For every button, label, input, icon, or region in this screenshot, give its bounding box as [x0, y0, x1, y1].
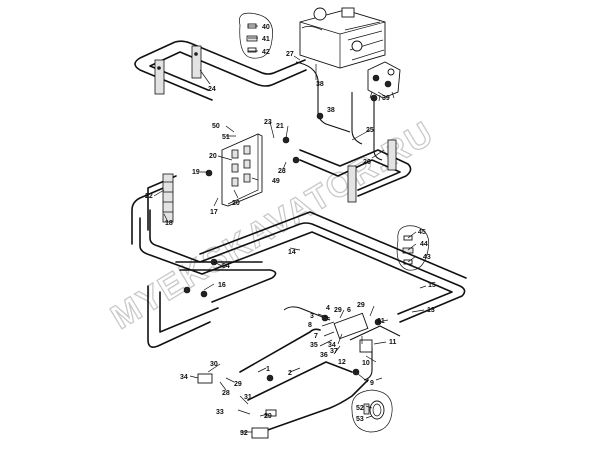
callout-13: 13	[427, 307, 435, 314]
callout-29a: 29	[334, 307, 342, 314]
callout-29b: 29	[357, 302, 365, 309]
bracket-25-26	[347, 139, 397, 203]
callout-36: 36	[320, 352, 328, 359]
callout-21: 21	[276, 123, 284, 130]
callout-23b: 23	[278, 168, 286, 175]
callout-24: 24	[208, 86, 216, 93]
callout-2: 2	[288, 370, 292, 377]
callout-32: 32	[240, 430, 248, 437]
callout-27: 27	[286, 51, 294, 58]
callout-22: 22	[145, 193, 153, 200]
callout-labels: 40 41 42 27 38 38 39 24 50 51 23 21 25 2…	[145, 24, 436, 437]
callout-3: 3	[310, 313, 314, 320]
callout-38b: 38	[327, 107, 335, 114]
hydraulic-tank	[299, 7, 386, 69]
manifold-block-main	[221, 133, 263, 207]
callout-29c: 29	[234, 381, 242, 388]
callout-52: 52	[356, 405, 364, 412]
callout-42: 42	[262, 49, 270, 56]
callout-31: 31	[377, 318, 385, 325]
callout-23a: 23	[264, 119, 272, 126]
callout-14: 14	[288, 249, 296, 256]
callout-39: 39	[382, 95, 390, 102]
callout-30: 30	[210, 361, 218, 368]
callout-53: 53	[356, 416, 364, 423]
callout-35: 35	[310, 342, 318, 349]
detail-bubble-oring	[351, 389, 393, 433]
callout-50: 50	[212, 123, 220, 130]
pilot-valve	[367, 61, 401, 102]
callout-20a: 20	[209, 153, 217, 160]
callout-6: 6	[347, 307, 351, 314]
callout-54: 54	[222, 263, 230, 270]
callout-41: 41	[262, 36, 270, 43]
callout-34b: 34	[180, 374, 188, 381]
callout-25: 25	[366, 127, 374, 134]
callout-31b: 31	[244, 394, 252, 401]
callout-11: 11	[389, 339, 397, 346]
callout-12: 12	[338, 359, 346, 366]
callout-45: 45	[418, 229, 426, 236]
callout-1: 1	[266, 366, 270, 373]
callout-16: 16	[218, 282, 226, 289]
callout-29d: 29	[264, 413, 272, 420]
callout-7: 7	[314, 333, 318, 340]
callout-20b: 20	[232, 200, 240, 207]
callout-15: 15	[428, 282, 436, 289]
bracket-24	[154, 45, 202, 95]
callout-26: 26	[363, 159, 371, 166]
callout-19: 19	[192, 169, 200, 176]
callout-28: 28	[222, 390, 230, 397]
fittings-valve	[183, 94, 382, 439]
callout-44: 44	[420, 241, 428, 248]
callout-18: 18	[165, 220, 173, 227]
callout-38a: 38	[316, 81, 324, 88]
hose-lines	[131, 40, 467, 433]
callout-4: 4	[326, 305, 330, 312]
callout-49: 49	[272, 178, 280, 185]
callout-34a: 34	[328, 342, 336, 349]
callout-17: 17	[210, 209, 218, 216]
callout-51: 51	[222, 134, 230, 141]
callout-8: 8	[308, 322, 312, 329]
callout-10: 10	[362, 360, 370, 367]
callout-37: 37	[330, 348, 338, 355]
callout-33: 33	[216, 409, 224, 416]
callout-9: 9	[370, 380, 374, 387]
leader-lines	[153, 25, 427, 433]
callout-40: 40	[262, 24, 270, 31]
callout-43: 43	[423, 254, 431, 261]
